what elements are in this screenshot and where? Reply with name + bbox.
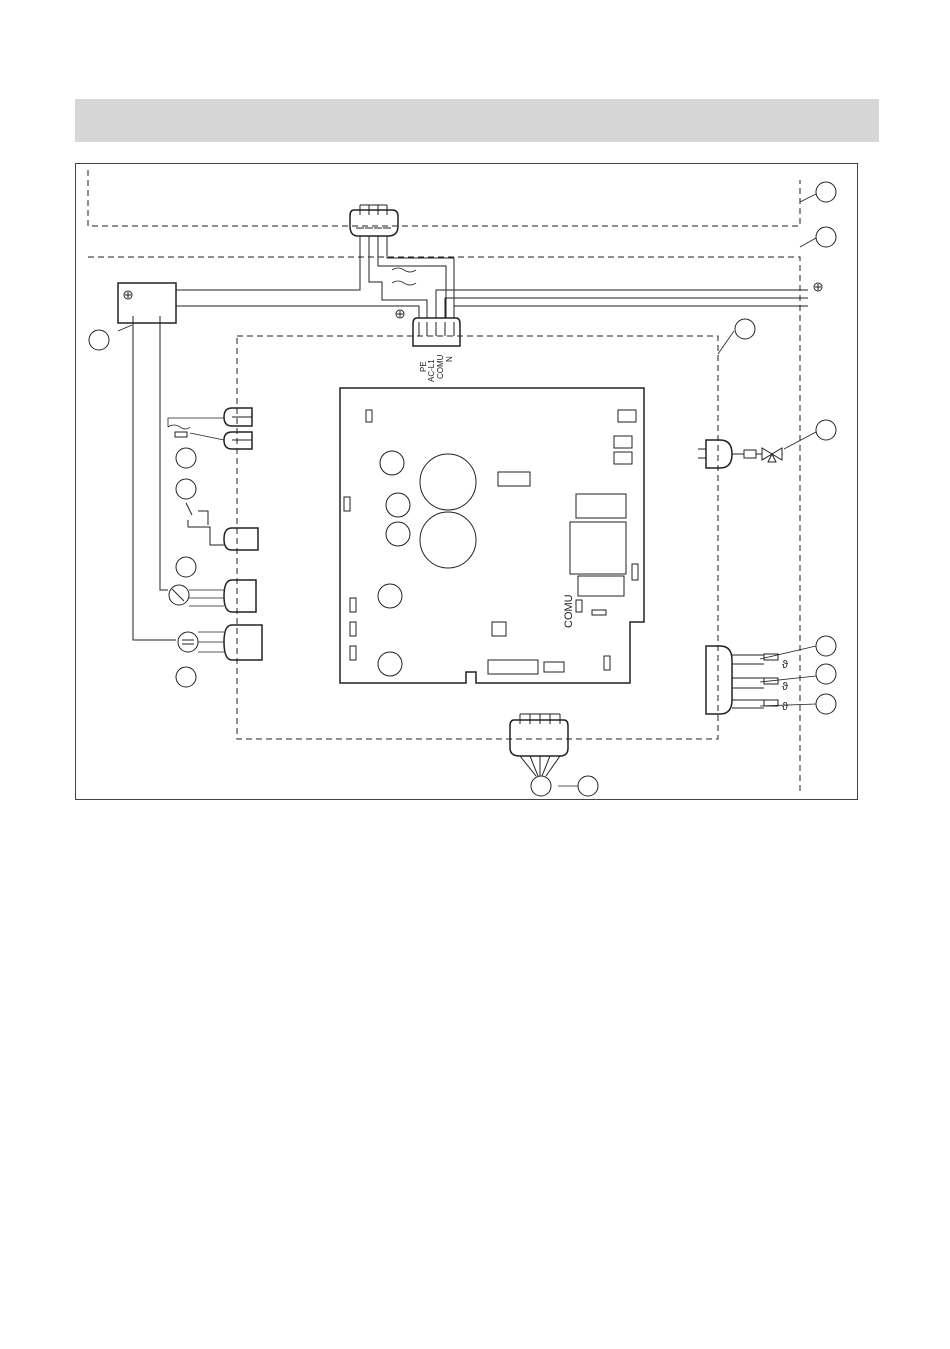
control-box-boundary — [237, 336, 718, 739]
callout-circle — [89, 330, 109, 350]
compressor-connector — [224, 580, 256, 612]
callout-circle — [176, 667, 196, 687]
ground-icon — [396, 310, 404, 318]
fan-connector — [224, 625, 262, 660]
temperature-symbol: ϑ — [782, 659, 788, 671]
callout-circle — [816, 664, 836, 684]
terminal-label-comu: COMU — [436, 354, 445, 379]
temperature-symbol: ϑ — [782, 681, 788, 693]
callout-circle — [578, 776, 598, 796]
fan-motor-icon — [178, 632, 198, 652]
callout-circles — [89, 182, 836, 796]
top-connector — [350, 205, 398, 236]
main-pcb — [340, 388, 644, 683]
callout-circle — [816, 182, 836, 202]
callout-circle — [816, 227, 836, 247]
valve-connector — [698, 440, 732, 468]
temperature-symbol: ϑ — [782, 701, 788, 713]
indoor-unit-boundary — [88, 257, 800, 792]
sensor-connector-a — [224, 408, 252, 426]
compressor-icon — [169, 585, 189, 605]
callout-circle — [531, 776, 551, 796]
callout-circle — [816, 420, 836, 440]
callout-circle — [176, 448, 196, 468]
terminal-box — [118, 283, 419, 640]
outdoor-unit-boundary — [88, 170, 800, 226]
mains-connector — [413, 318, 460, 346]
board-label: COMU — [563, 594, 575, 628]
three-way-valve-icon — [762, 448, 782, 462]
callout-circle — [816, 636, 836, 656]
pressure-switch-icon — [186, 503, 224, 545]
callout-circle — [176, 557, 196, 577]
bottom-connector — [510, 714, 568, 776]
sensor-connector-b — [224, 432, 252, 449]
callout-circle — [735, 319, 755, 339]
thermistor-icon — [175, 432, 187, 437]
callout-circle — [176, 479, 196, 499]
ground-icon — [814, 283, 822, 291]
terminal-label-ac-l1: AC-L1 — [427, 359, 436, 382]
sensor-connector-right — [706, 646, 764, 714]
callout-circle — [816, 694, 836, 714]
switch-connector — [224, 528, 258, 550]
terminal-label-n: N — [445, 356, 454, 362]
